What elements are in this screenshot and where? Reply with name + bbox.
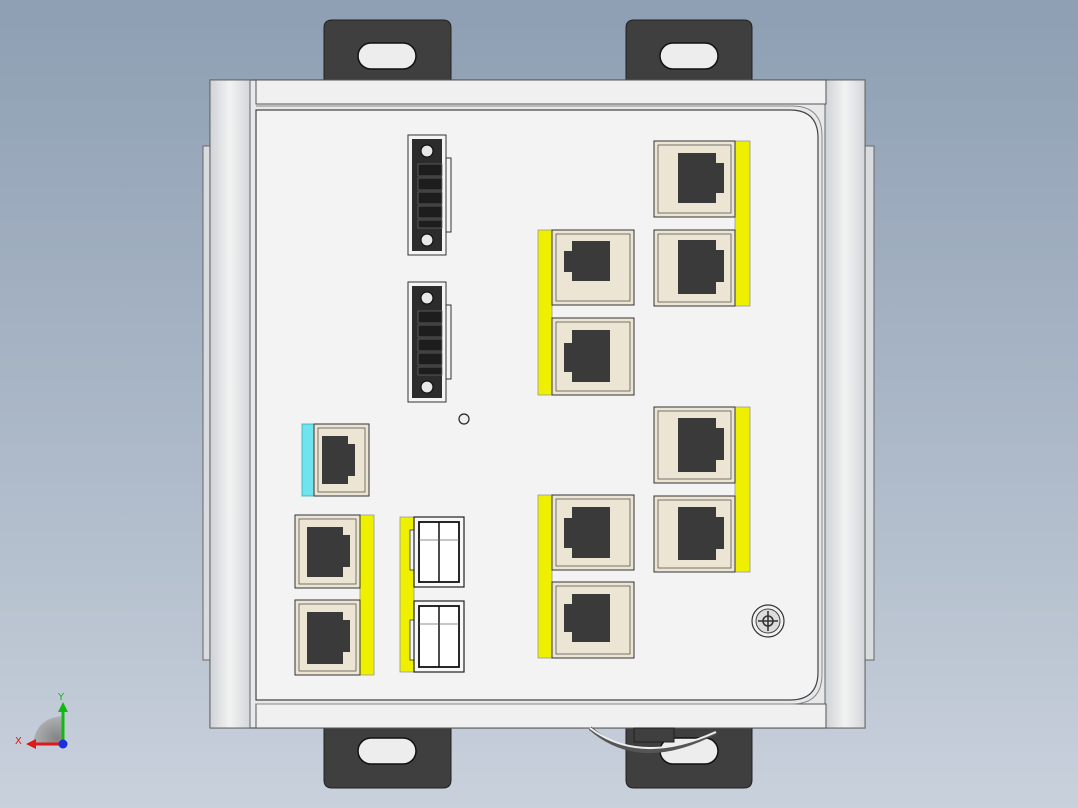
rj45-port-icon — [564, 241, 610, 281]
rj45-port-right-2[interactable] — [653, 229, 736, 307]
bracket-top-left[interactable] — [323, 19, 452, 83]
rj45-port-right-3[interactable] — [653, 406, 736, 484]
ground-screw-icon — [758, 611, 778, 631]
y-axis-label: Y — [57, 692, 65, 703]
rj45-port-middle-1[interactable] — [551, 229, 635, 306]
led-yellow-icon — [537, 494, 553, 659]
led-yellow-icon — [537, 229, 553, 396]
rj45-port-middle-3[interactable] — [551, 494, 635, 571]
mounting-brackets — [323, 19, 753, 789]
led-yellow-icon — [734, 406, 751, 573]
rj45-port-left-2[interactable] — [294, 599, 361, 676]
rj45-port-icon — [564, 330, 610, 382]
rj45-port-left-1[interactable] — [294, 514, 361, 589]
rj45-port-icon — [678, 240, 724, 294]
led-yellow-icon — [359, 514, 375, 676]
rj45-port-right-4[interactable] — [653, 495, 736, 573]
x-axis-label: X — [15, 736, 22, 747]
rj45-port-icon — [678, 507, 724, 560]
led-cyan-icon — [301, 423, 315, 497]
ground-screw[interactable] — [751, 604, 785, 638]
rj45-port-middle-4[interactable] — [551, 581, 635, 659]
port-group-right-lower — [653, 406, 751, 573]
bracket-slot-icon — [357, 42, 417, 70]
rj45-port-middle-2[interactable] — [551, 317, 635, 396]
bracket-slot-icon — [659, 42, 719, 70]
din-rail-clip — [588, 726, 717, 753]
rj45-port-right-1[interactable] — [653, 140, 736, 218]
reset-hole-icon[interactable] — [458, 413, 470, 425]
sfp-cage-1[interactable] — [413, 516, 465, 588]
sfp-group — [399, 516, 465, 673]
rj45-port-icon — [564, 594, 610, 642]
rj45-port-icon — [322, 436, 355, 484]
sfp-cage-2[interactable] — [413, 600, 465, 673]
rj45-port-icon — [678, 418, 724, 472]
console-port[interactable] — [301, 423, 370, 497]
terminal-screw-icon — [420, 291, 434, 305]
terminal-screw-icon — [420, 144, 434, 158]
port-group-right-upper — [653, 140, 751, 307]
rj45-port-icon — [678, 153, 724, 203]
rj45-port-icon — [564, 507, 610, 558]
port-group-middle-upper — [537, 229, 635, 396]
bracket-top-right[interactable] — [625, 19, 753, 83]
rj45-port-icon — [307, 612, 350, 664]
bracket-slot-icon — [357, 737, 417, 765]
z-axis-icon — [58, 739, 68, 749]
port-group-left — [294, 514, 375, 676]
terminal-screw-icon — [420, 380, 434, 394]
axis-triad: Y X — [15, 692, 68, 749]
rj45-port-icon — [307, 527, 350, 577]
port-group-middle-lower — [537, 494, 635, 659]
bracket-bottom-left[interactable] — [323, 725, 452, 789]
led-yellow-icon — [734, 140, 751, 307]
terminal-block-2[interactable] — [407, 281, 452, 403]
terminal-screw-icon — [420, 233, 434, 247]
terminal-block-1[interactable] — [407, 134, 452, 256]
